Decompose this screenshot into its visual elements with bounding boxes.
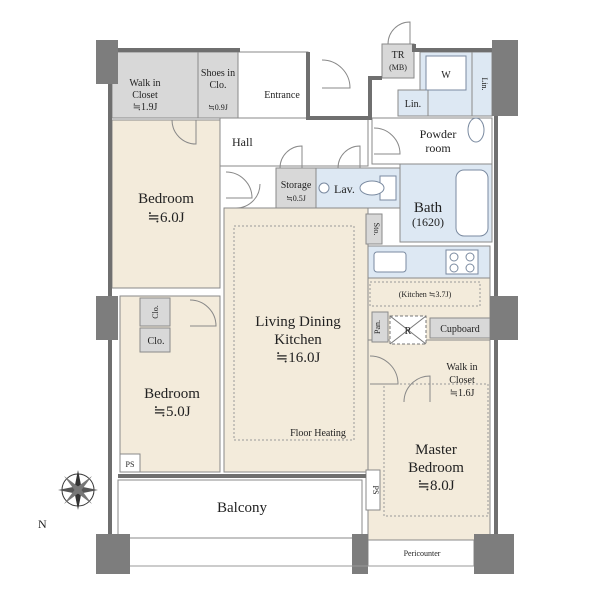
shoes-closet-name-b: Clo. — [210, 80, 227, 91]
sto-box — [365, 213, 383, 245]
clo-1-area — [139, 297, 171, 327]
lin-2-label: Lin. — [480, 77, 489, 90]
door-swing-bedroom1 — [225, 171, 253, 199]
pillar-ne — [492, 40, 518, 116]
tr-label: TR — [392, 50, 405, 61]
bedroom-1-area — [111, 119, 221, 289]
lin-1-label: Lin. — [405, 99, 421, 110]
tr-sub-label: (MB) — [389, 63, 407, 72]
storage-size: ≒0.5J — [286, 194, 306, 203]
door-swing-lav — [337, 145, 361, 169]
washer-label: W — [441, 70, 451, 81]
ldk-name-b: Kitchen — [274, 332, 322, 348]
master-bedroom-size: ≒8.0J — [417, 478, 454, 494]
lin-1-area — [397, 89, 429, 117]
kitchen-sink — [373, 251, 407, 273]
outer-wall — [118, 48, 240, 52]
ldk-note: Floor Heating — [290, 428, 346, 439]
door-swing-entrance — [321, 59, 351, 89]
kitchen-label: (Kitchen ≒3.7J) — [399, 290, 452, 299]
door-swing-storage — [279, 145, 303, 169]
clo-2-label: Clo. — [148, 336, 165, 347]
ldk-name-a: Living Dining — [255, 314, 341, 330]
outer-wall-wet — [412, 44, 492, 52]
door-swing-bedroom2 — [189, 299, 217, 327]
ldk-size: ≒16.0J — [276, 350, 321, 366]
balcony-area — [117, 479, 363, 539]
pillar-e-mid — [490, 296, 518, 340]
door-swing-master — [369, 355, 399, 385]
door-swing-walkin — [171, 119, 197, 145]
walk-in-closet-2-size: ≒1.6J — [450, 388, 475, 399]
bedroom-2-size: ≒5.0J — [153, 404, 190, 420]
walk-in-closet-2-name-a: Walk in — [446, 362, 477, 373]
master-bedroom-name-a: Master — [415, 442, 457, 458]
pillar-nw — [96, 40, 118, 84]
r-label: R — [405, 326, 412, 337]
ps-1-label: PS — [126, 460, 135, 469]
entrance-area — [237, 51, 309, 119]
walk-in-closet-1-name-b: Closet — [132, 90, 158, 101]
door-swing-tr — [387, 21, 411, 45]
master-bedroom-name-b: Bedroom — [408, 460, 464, 476]
walk-in-closet-2-name-b: Closet — [449, 375, 475, 386]
hall-label: Hall — [232, 135, 253, 149]
stove-icon — [445, 249, 479, 275]
door-swing-ldk-balcony — [235, 183, 261, 209]
door-swing-walkin2 — [403, 375, 431, 403]
bedroom-1-label: Bedroom — [138, 191, 194, 207]
walk-in-closet-1-size: ≒1.9J — [133, 102, 158, 113]
outer-wall-entrance — [306, 52, 382, 120]
bathtub — [455, 169, 489, 237]
shoes-closet-size: ≒0.9J — [208, 103, 228, 112]
compass-north-label: N — [38, 517, 47, 531]
master-bedroom-zone — [383, 383, 489, 517]
clo-2-area — [139, 327, 171, 353]
hall-area — [219, 117, 369, 167]
pillar-se — [474, 534, 514, 574]
pillar-sw — [96, 534, 130, 574]
powder-room-name-b: room — [425, 141, 451, 155]
compass-icon — [58, 470, 98, 510]
walk-in-closet-1-area — [111, 51, 199, 119]
ps-2-label: PS — [371, 486, 380, 495]
pantry-box — [371, 311, 389, 343]
ps-1-area — [119, 453, 141, 473]
washer-box — [425, 55, 467, 91]
bedroom-1-size: ≒6.0J — [147, 210, 184, 226]
kitchen-zone — [369, 281, 481, 307]
tr-area — [381, 43, 415, 79]
refrigerator-icon — [389, 315, 427, 345]
pan-label: Pan. — [373, 320, 382, 334]
pericounter-label: Pericounter — [404, 549, 441, 558]
floor-heating-zone — [233, 225, 355, 441]
cupboard-label: Cupboard — [440, 324, 479, 335]
powder-sink — [467, 117, 485, 143]
toilet-bowl — [359, 180, 385, 196]
storage-label: Storage — [281, 180, 312, 191]
powder-room-name-a: Powder — [420, 127, 457, 141]
sto-label: Sto. — [372, 223, 381, 236]
master-bedroom-area — [367, 339, 491, 541]
ldk-area — [223, 207, 369, 473]
shoes-closet-name-a: Shoes in — [201, 68, 235, 79]
lav-sink — [318, 182, 330, 194]
lav-label: Lav. — [334, 182, 355, 196]
entrance-label: Entrance — [264, 90, 300, 101]
bath-label: Bath — [414, 200, 443, 216]
balcony-label: Balcony — [217, 500, 267, 516]
bath-size: (1620) — [412, 215, 444, 229]
ps-2-area — [365, 469, 381, 511]
pillar-w-mid — [96, 296, 118, 340]
bedroom-2-label: Bedroom — [144, 386, 200, 402]
clo-1-label: Clo. — [151, 305, 160, 319]
pillar-s-mid — [352, 534, 368, 574]
door-swing-powder — [373, 127, 401, 155]
walk-in-closet-1-name-a: Walk in — [129, 78, 160, 89]
